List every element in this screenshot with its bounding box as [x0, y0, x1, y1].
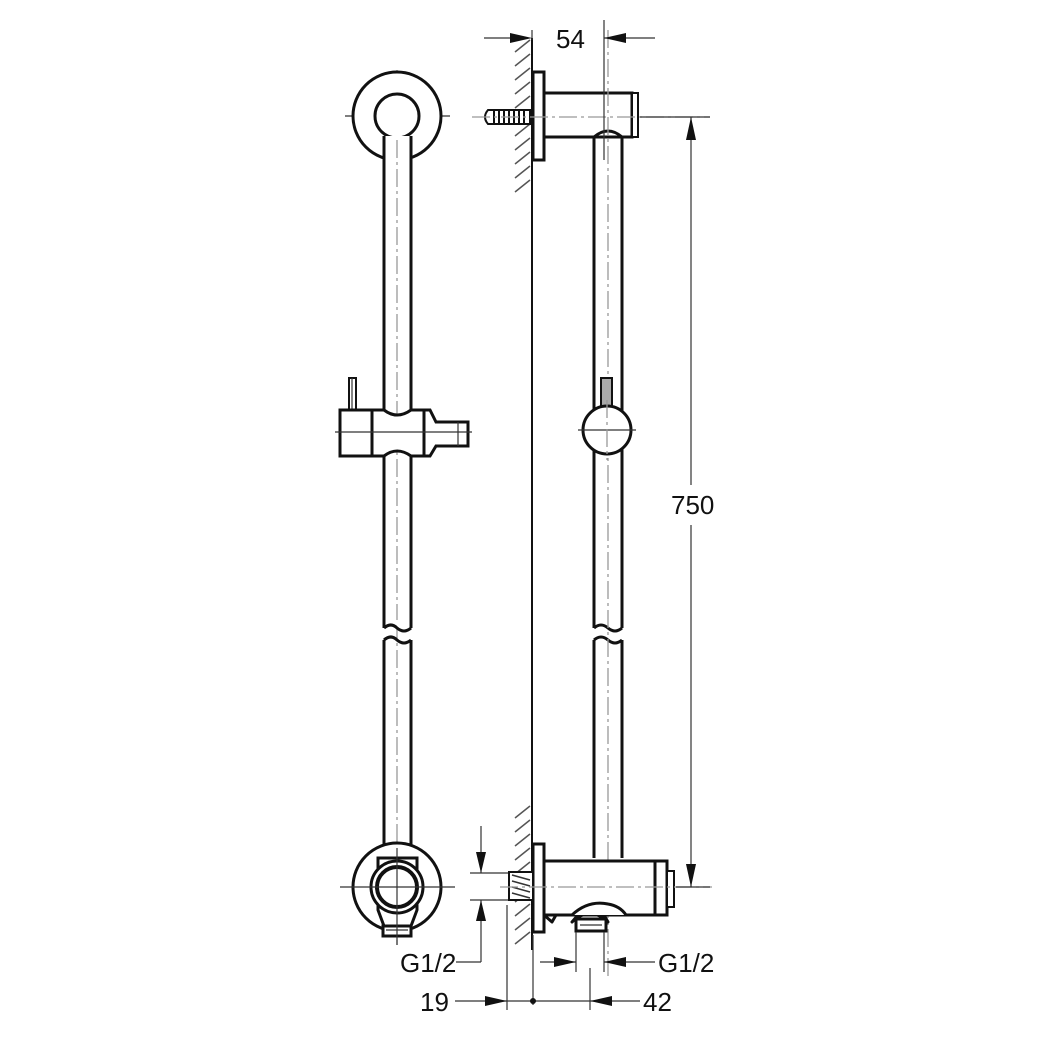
dim-750: 750	[640, 116, 714, 888]
dim-54: 54	[484, 20, 655, 160]
slider-front	[335, 377, 472, 458]
dim-g12-right-label: G1/2	[658, 948, 714, 978]
dim-g12-right: G1/2	[540, 932, 714, 978]
dim-54-label: 54	[556, 24, 585, 54]
wall	[514, 38, 533, 950]
bottom-bracket-front	[340, 841, 455, 945]
slider-side	[578, 377, 636, 460]
dimensions: 54 750 G1/2	[400, 20, 714, 1017]
dim-g12-left-label: G1/2	[400, 948, 456, 978]
dim-g12-left: G1/2	[400, 826, 508, 978]
dim-42-label: 42	[643, 987, 672, 1017]
dim-19-42: 19 42	[420, 905, 672, 1017]
top-bracket-side	[472, 70, 710, 162]
side-view	[472, 30, 712, 980]
dim-19-label: 19	[420, 987, 449, 1017]
rail-lower-front	[382, 635, 413, 858]
dim-750-label: 750	[671, 490, 714, 520]
bottom-bracket-side	[500, 842, 712, 934]
top-bracket-front	[345, 70, 450, 162]
rail-upper-front	[382, 136, 413, 633]
front-view	[335, 70, 472, 945]
rail-side	[592, 30, 624, 980]
